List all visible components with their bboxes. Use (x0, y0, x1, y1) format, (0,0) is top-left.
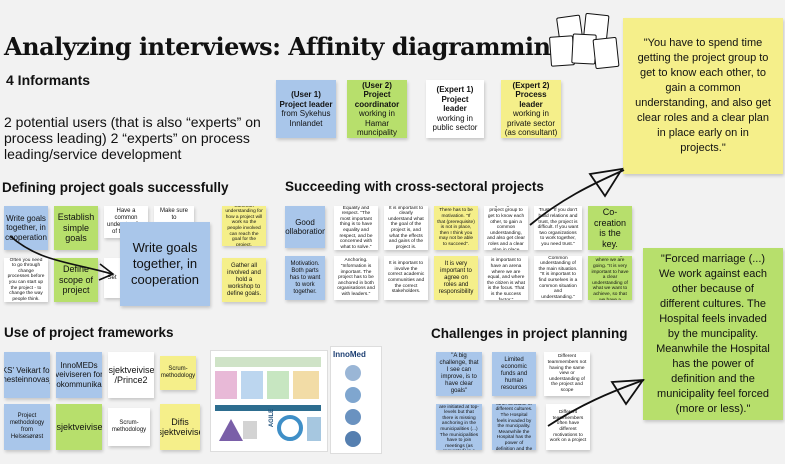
sticky-note[interactable]: It is very important to agree on roles a… (434, 256, 478, 300)
sticky-note[interactable]: Difis Prosjektveiviseren (160, 404, 200, 450)
informants-heading: 4 Informants (6, 72, 91, 88)
sticky-note[interactable]: Common understanding of the main situati… (534, 256, 582, 300)
sticky-note[interactable]: Common understanding of where we are goi… (588, 256, 632, 300)
sticky-note[interactable]: Set (104, 258, 120, 298)
section-title-challenges: Challenges in project planning (431, 326, 628, 341)
quote-note-top[interactable]: "You have to spend time getting the proj… (623, 18, 783, 174)
sticky-note[interactable]: InnoMEDs veiviseren for videokommunikasj… (56, 352, 102, 398)
sticky-note[interactable]: Different teammembers often have differe… (546, 404, 590, 450)
sticky-note[interactable]: Citizen focus. "It is important to have … (484, 256, 528, 300)
sticky-note[interactable]: Common understanding for how a project w… (222, 206, 266, 246)
sticky-note[interactable]: Often you need to go through change proc… (4, 258, 48, 302)
sticky-note[interactable]: "We experience that projects often are i… (436, 404, 482, 450)
framework-diagram-image: AGILE (210, 350, 328, 452)
sticky-note[interactable]: Gather all involved and hold a workshop … (222, 258, 266, 302)
sticky-note[interactable]: KS' Veikart for tjenesteinnovasjon (4, 352, 50, 398)
sticky-note[interactable]: Scrum-methodology (108, 408, 150, 446)
sticky-note[interactable]: Motivation. Both parts has to want to wo… (285, 256, 325, 300)
sticky-note[interactable]: It is important to clearly understand wh… (384, 206, 428, 250)
sticky-note[interactable]: Limited economic funds and human resourc… (492, 352, 536, 396)
sticky-note[interactable]: Project methodology from Helsesørøst (4, 404, 50, 450)
section-title-goals: Defining project goals successfully (2, 180, 229, 195)
sticky-note[interactable]: Prosjektveiviseren (56, 404, 102, 450)
sticky-note[interactable]: "A big challenge, that I see can improve… (436, 352, 482, 396)
sticky-note[interactable]: Equality and respect. "The most importan… (334, 206, 378, 250)
sticky-note[interactable]: Co-creation is the key. (588, 206, 632, 250)
sticky-note[interactable]: Good collaboration. (285, 206, 325, 248)
sticky-note[interactable]: Trust. "If you don't build relations and… (534, 206, 582, 250)
sticky-note-enlarged[interactable]: Write goals together, in cooperation (120, 222, 210, 306)
users-description: 2 potential users (that is also “experts… (4, 114, 261, 162)
section-title-frameworks: Use of project frameworks (4, 325, 174, 340)
page-title: Analyzing interviews: Affinity diagrammi… (4, 32, 567, 61)
sticky-note[interactable]: Establish simple goals (54, 206, 98, 250)
sticky-note[interactable]: It is important to involve the correct a… (384, 256, 428, 300)
quote-note-bottom[interactable]: "Forced marriage (...) We work against e… (643, 248, 783, 420)
sticky-note[interactable]: Prosjektveiviseren /Prince2 (108, 352, 154, 398)
sticky-note[interactable]: There has to be motivation. "If that (pr… (434, 206, 478, 250)
sticky-note[interactable]: Anchoring. "Information is important. Th… (334, 256, 378, 300)
sticky-note[interactable]: Scrum-methodology (160, 356, 196, 390)
innomed-logo: InnoMed (333, 350, 366, 359)
section-title-cross: Succeeding with cross-sectoral projects (285, 179, 544, 194)
sticky-note[interactable]: Make sure to (154, 206, 194, 224)
sticky-note[interactable]: Write goals together, in cooperation (4, 206, 48, 250)
sticky-note[interactable]: Different teammembers not having the sam… (544, 352, 590, 396)
sticky-note[interactable]: "Forced marriage (...) We work against e… (492, 404, 536, 450)
innomed-diagram-image: InnoMed (330, 346, 382, 454)
sticky-note[interactable]: "You have to spend time getting the proj… (484, 206, 528, 250)
